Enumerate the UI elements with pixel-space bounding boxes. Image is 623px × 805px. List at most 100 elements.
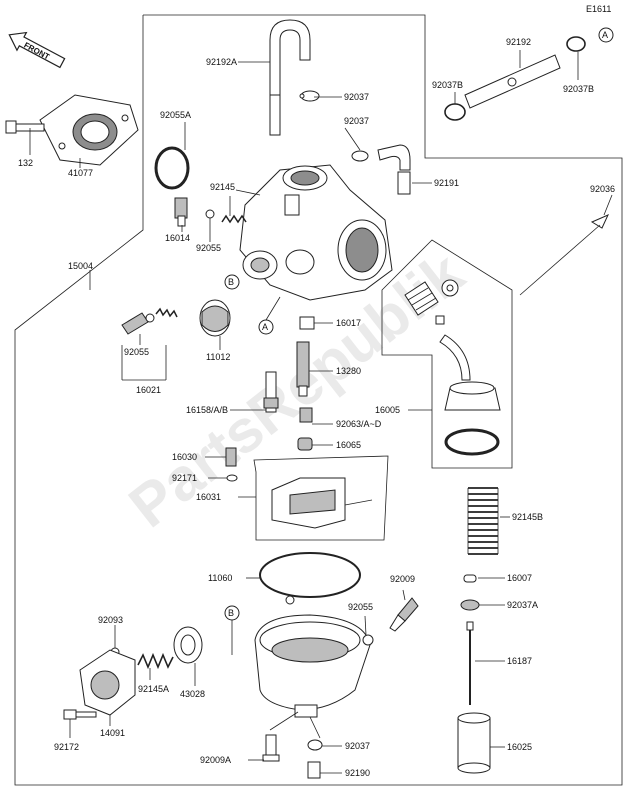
label-16187: 16187 [507,656,532,666]
label-16007: 16007 [507,573,532,583]
clip-92036 [590,214,610,229]
label-92009: 92009 [390,574,415,584]
leader-92036-a [519,224,601,296]
jet-16158 [263,371,279,413]
spring-92145 [221,214,247,224]
oring-92055-top [205,209,215,219]
svg-text:B: B [228,277,234,287]
gasket-11060 [259,552,361,598]
float-box [253,455,389,541]
float-16031 [271,477,373,529]
clip-92171 [226,474,238,482]
washer-16065 [297,437,313,451]
label-92036: 92036 [590,184,615,194]
label-92009a: 92009A [200,755,231,765]
float-chamber [254,614,371,718]
label-92037a: 92037A [507,600,538,610]
label-92192a: 92192A [206,57,237,67]
label-92037-bot: 92037 [345,741,370,751]
svg-text:A: A [602,30,608,40]
label-16014: 16014 [165,233,190,243]
svg-text:B: B [228,608,234,618]
insulator-41077 [39,94,139,166]
clip-92037b-left [444,103,466,121]
label-11012: 11012 [206,352,230,362]
oring-92055a [154,146,190,190]
clip-92037-top [299,90,320,102]
leader-lines [29,50,613,774]
label-16065: 16065 [336,440,361,450]
screw-16021 [121,307,178,335]
bolt-132 [5,120,45,134]
carburetor-body [239,164,393,301]
valve-16030 [225,447,237,467]
clip-92037-mid [351,150,369,162]
label-92055-top: 92055 [196,243,221,253]
hose-92190 [307,761,321,779]
needle-16187 [466,621,474,705]
fuel-valve-16005 [404,281,501,456]
label-92171: 92171 [172,473,197,483]
part-labels: 92192A 92037 92055A 92037 132 41077 9214… [18,37,615,778]
label-132: 132 [18,158,33,168]
spring-92145b [467,487,499,555]
label-92191: 92191 [434,178,459,188]
oring-92055-bot [362,634,374,646]
label-92037b-left: 92037B [432,80,463,90]
gasket-tab [285,595,295,605]
label-16021: 16021 [136,385,161,395]
fuel-valve-box [381,239,513,469]
label-92037-top: 92037 [344,92,369,102]
label-92093: 92093 [98,615,123,625]
ref-marker-b-top: B [224,274,240,290]
label-16017: 16017 [336,318,361,328]
clip-92037-bot [307,739,323,751]
hose-92192a [269,19,311,136]
label-92190: 92190 [345,768,370,778]
cover-14091 [79,649,136,716]
bolt-92009a [262,734,280,762]
label-92145b: 92145B [512,512,543,522]
label-16030: 16030 [172,452,197,462]
hose-92192 [464,54,561,109]
valve-16025 [457,712,491,774]
label-15004: 15004 [68,261,93,271]
ref-marker-a-top: A [598,27,614,43]
label-16158: 16158/A/B [186,405,228,415]
assembly-outline [14,14,623,786]
needle-92009 [389,597,419,632]
label-11060: 11060 [208,573,232,583]
label-41077: 41077 [68,168,93,178]
ref-marker-b-bot: B [224,605,240,621]
label-13280: 13280 [336,366,361,376]
label-92055-bot: 92055 [348,602,373,612]
label-92145: 92145 [210,182,235,192]
label-43028: 43028 [180,689,205,699]
label-92192: 92192 [506,37,531,47]
front-arrow-icon: FRONT [8,31,66,69]
label-92172: 92172 [54,742,79,752]
hose-92191 [377,144,411,195]
screw-16014 [174,197,188,227]
svg-text:A: A [262,322,268,332]
label-92145a: 92145A [138,684,169,694]
label-16025: 16025 [507,742,532,752]
holder-16017 [299,316,315,330]
screw-92172 [63,709,97,720]
ref-marker-a-mid: A [258,319,274,335]
label-16031: 16031 [196,492,221,502]
label-14091: 14091 [100,728,125,738]
cap-11012 [199,299,231,337]
gear-icon [441,279,459,297]
label-92037b-right: 92037B [563,84,594,94]
label-16005: 16005 [375,405,400,415]
jet-92063 [299,407,313,423]
label-92063: 92063/A~D [336,419,382,429]
label-92055-left: 92055 [124,347,149,357]
diaphragm-43028 [173,626,203,664]
clip-16007 [463,574,477,583]
washer-92037a [460,599,480,611]
diagram-id: E1611 [586,4,611,14]
